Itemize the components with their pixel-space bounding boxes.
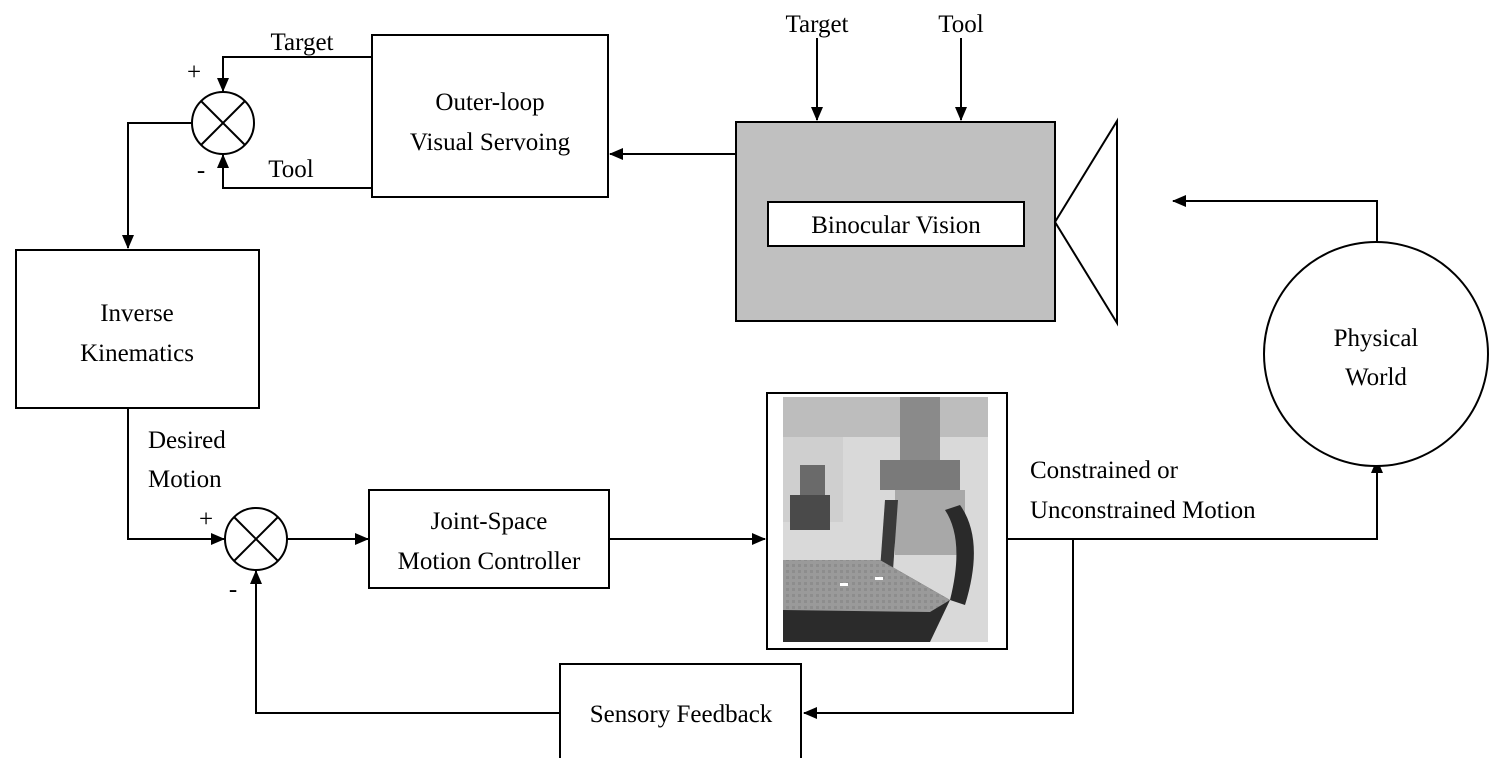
ik-label-line1: Inverse [100, 300, 174, 327]
physical-world-block: Physical World [1263, 241, 1489, 467]
motion-to-sensory-arrow [803, 539, 1074, 719]
binocular-vision-block: Binocular Vision [735, 117, 1118, 327]
summing-junction-outer [191, 91, 255, 155]
joint-space-motion-controller-block: Joint-Space Motion Controller [368, 489, 610, 589]
sum2-minus-sign: - [229, 576, 237, 603]
junction-to-ik-arrow [122, 122, 192, 249]
constrained-motion-label-line2: Unconstrained Motion [1030, 497, 1256, 524]
desired-motion-label-line2: Motion [148, 466, 222, 493]
physical-world-label-line1: Physical [1334, 325, 1419, 352]
tool-signal-label: Tool [268, 156, 314, 183]
inverse-kinematics-block: Inverse Kinematics [15, 249, 260, 409]
outer-loop-label-line1: Outer-loop [435, 89, 544, 116]
sensory-feedback-block: Sensory Feedback [559, 663, 802, 758]
sensory-to-junction-arrow [250, 570, 560, 714]
ik-label-line2: Kinematics [80, 340, 194, 367]
tool-signal-arrow [217, 154, 372, 189]
constrained-motion-label-line1: Constrained or [1030, 457, 1179, 484]
world-to-vision-arrow [1172, 195, 1378, 242]
robot-photo [766, 392, 1008, 650]
target-signal-arrow [217, 56, 372, 92]
sum1-plus-sign: + [187, 59, 201, 86]
vision-tool-label: Tool [938, 11, 984, 38]
sensory-feedback-label: Sensory Feedback [590, 701, 773, 728]
sum2-plus-sign: + [199, 506, 213, 533]
outer-loop-visual-servoing-block: Outer-loop Visual Servoing [371, 34, 609, 198]
camera-lens-icon [1053, 117, 1118, 327]
vision-target-label: Target [785, 11, 848, 38]
binocular-vision-label: Binocular Vision [811, 212, 981, 239]
desired-motion-label-line1: Desired [148, 427, 226, 454]
sum1-minus-sign: - [197, 157, 205, 184]
physical-world-label-line2: World [1345, 364, 1407, 391]
joint-space-label-line2: Motion Controller [398, 548, 581, 575]
robot-to-world-arrow [1007, 459, 1383, 540]
summing-junction-inner [224, 507, 288, 571]
target-signal-label: Target [270, 29, 333, 56]
joint-space-label-line1: Joint-Space [431, 508, 548, 535]
outer-loop-label-line2: Visual Servoing [410, 129, 571, 156]
ik-to-junction-arrow [127, 408, 225, 545]
